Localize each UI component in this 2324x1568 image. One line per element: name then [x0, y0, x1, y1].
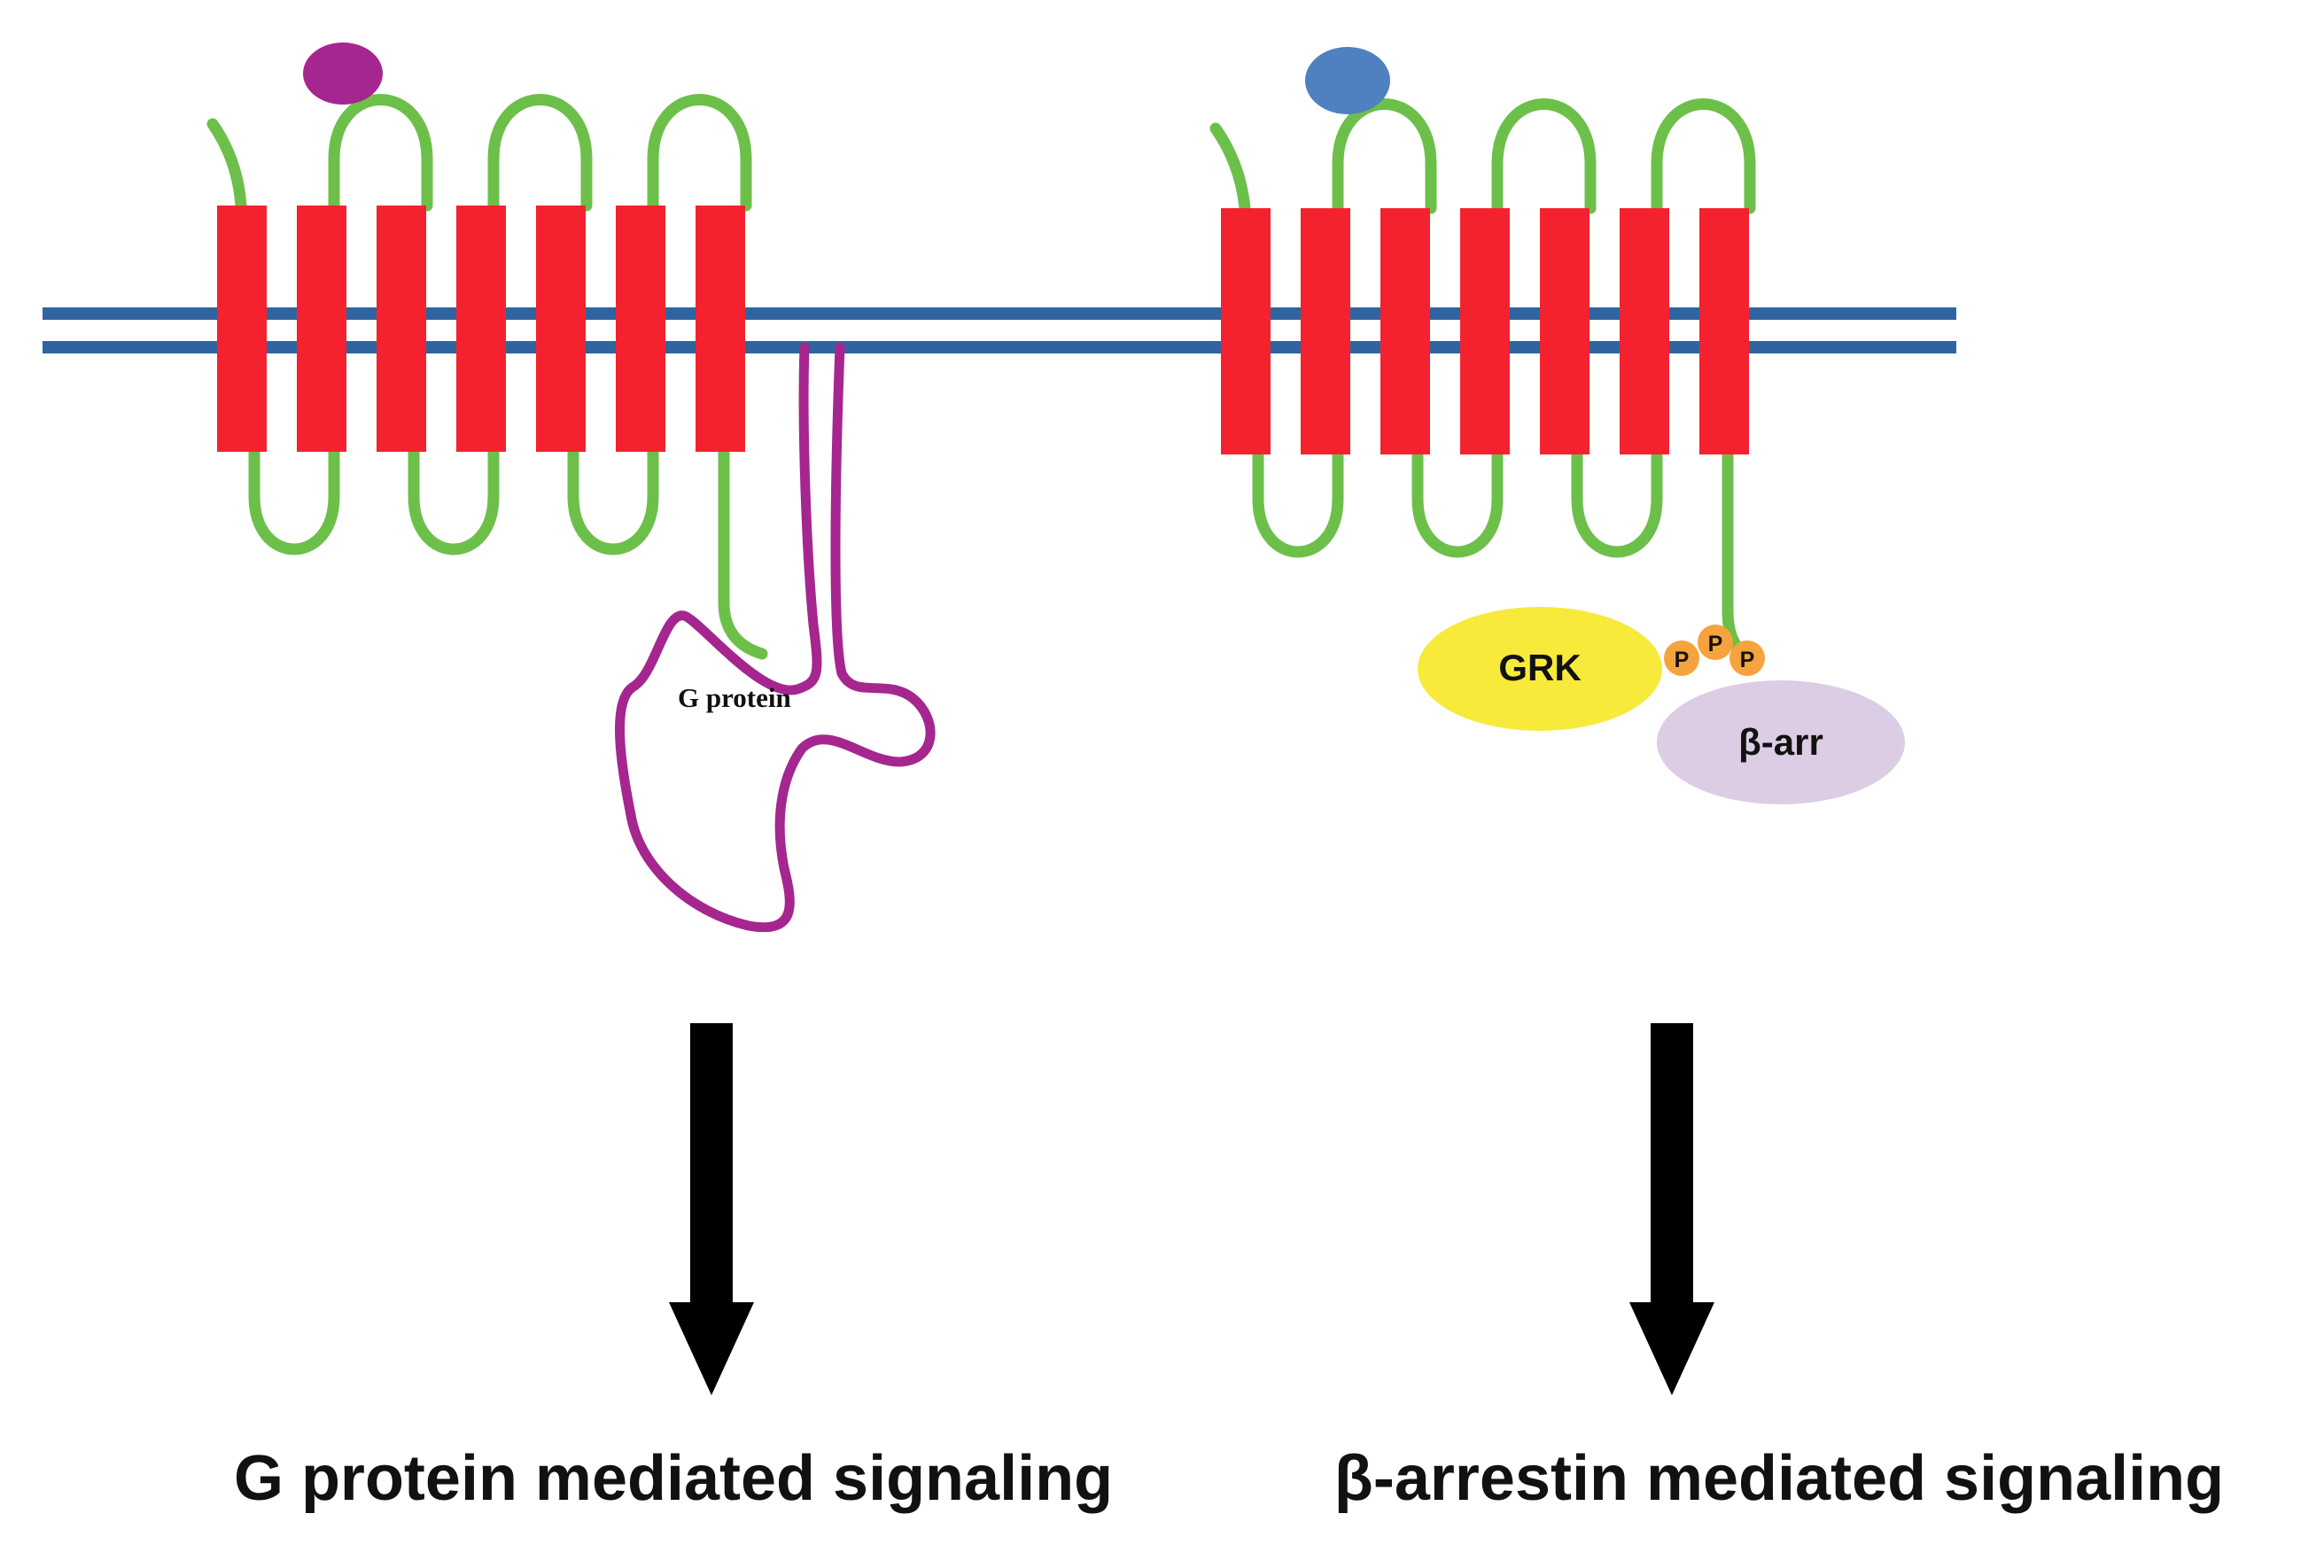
left-arrow-head — [669, 1302, 754, 1395]
left-transmembrane-helices — [217, 206, 745, 452]
right-arrow-head — [1629, 1302, 1714, 1395]
grk-kinase: GRK — [1418, 607, 1662, 731]
phosphate-label-1: P — [1675, 648, 1690, 672]
left-intracellular-loops — [248, 446, 659, 555]
left-helix-3 — [377, 206, 426, 452]
beta-arr-ellipse — [1657, 680, 1905, 804]
phosphate-2 — [1698, 625, 1733, 660]
right-helix-4 — [1460, 208, 1510, 454]
beta-arrestin: β-arr — [1657, 680, 1905, 804]
right-helix-7 — [1699, 208, 1749, 454]
left-receptor — [206, 43, 768, 660]
left-helix-2 — [297, 206, 346, 452]
g-protein: G protein — [615, 342, 936, 933]
left-signaling-arrow — [669, 1023, 754, 1395]
phosphate-1 — [1664, 640, 1699, 676]
right-transmembrane-helices — [1221, 208, 1749, 454]
g-protein-label: G protein — [678, 682, 791, 713]
right-helix-3 — [1380, 208, 1430, 454]
left-ligand — [303, 43, 383, 105]
right-c-terminus — [1722, 448, 1752, 662]
beta-arr-label: β-arr — [1738, 721, 1823, 763]
right-receptor-loops — [1209, 98, 1756, 662]
right-extracellular-loops — [1332, 98, 1756, 214]
left-c-terminus — [718, 446, 768, 660]
phosphate-3 — [1729, 640, 1765, 676]
grk-label: GRK — [1498, 647, 1581, 688]
left-helix-7 — [696, 206, 745, 452]
right-ligand — [1305, 47, 1390, 114]
left-extracellular-loops — [328, 94, 752, 212]
beta-arrestin-signaling-caption: β-arrestin mediated signaling — [1334, 1443, 2224, 1514]
left-n-terminus — [206, 118, 247, 212]
phosphate-groups: P P P — [1664, 625, 1765, 676]
right-arrow-shaft — [1651, 1023, 1693, 1307]
g-protein-outline — [615, 342, 936, 933]
right-helix-6 — [1620, 208, 1669, 454]
right-intracellular-loops — [1252, 448, 1663, 558]
right-receptor — [1209, 47, 1756, 662]
left-receptor-loops — [206, 94, 768, 660]
right-helix-1 — [1221, 208, 1271, 454]
left-helix-1 — [217, 206, 267, 452]
right-signaling-arrow — [1629, 1023, 1714, 1395]
grk-ellipse — [1418, 607, 1662, 731]
right-n-terminus — [1209, 122, 1251, 214]
left-helix-5 — [536, 206, 586, 452]
left-helix-6 — [616, 206, 665, 452]
right-helix-2 — [1301, 208, 1350, 454]
phosphate-label-3: P — [1740, 648, 1755, 672]
right-helix-5 — [1540, 208, 1589, 454]
left-arrow-shaft — [690, 1023, 733, 1307]
g-protein-signaling-caption: G protein mediated signaling — [234, 1443, 1113, 1514]
left-helix-4 — [456, 206, 506, 452]
phosphate-label-2: P — [1708, 632, 1723, 656]
